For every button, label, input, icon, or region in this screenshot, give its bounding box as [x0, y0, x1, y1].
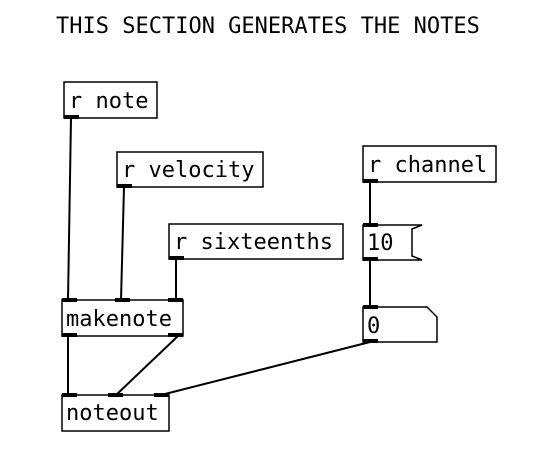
outlet[interactable]	[169, 256, 184, 260]
object-r-velocity[interactable]: r velocity	[116, 151, 264, 188]
object-label: noteout	[66, 401, 159, 426]
inlet[interactable]	[62, 298, 77, 302]
inlet[interactable]	[154, 393, 169, 397]
outlet[interactable]	[363, 179, 378, 183]
message-10[interactable]: 10	[362, 223, 423, 261]
message-label: 10	[367, 231, 394, 256]
connections	[67, 117, 371, 396]
cord-number-to-noteout-right[interactable]	[160, 341, 371, 396]
outlet[interactable]	[363, 257, 378, 261]
object-label: r sixteenths	[174, 230, 333, 255]
object-r-sixteenths[interactable]: r sixteenths	[168, 223, 344, 260]
object-label: r channel	[368, 153, 487, 178]
object-label: makenote	[66, 307, 172, 332]
section-comment: THIS SECTION GENERATES THE NOTES	[56, 14, 480, 39]
number-box[interactable]: 0	[362, 305, 438, 343]
inlet[interactable]	[115, 298, 130, 302]
outlet[interactable]	[168, 333, 183, 337]
object-label: r note	[69, 89, 148, 114]
object-noteout[interactable]: noteout	[61, 393, 170, 432]
cord-velocity-to-makenote[interactable]	[120, 186, 125, 301]
object-label: r velocity	[122, 158, 254, 183]
inlet[interactable]	[363, 305, 378, 309]
outlet[interactable]	[64, 115, 79, 119]
object-r-channel[interactable]: r channel	[362, 145, 497, 183]
outlet[interactable]	[363, 339, 378, 343]
cord-note-to-makenote[interactable]	[67, 117, 72, 301]
cord-makenote-to-noteout-mid[interactable]	[115, 335, 179, 396]
object-makenote[interactable]: makenote	[61, 298, 184, 337]
outlet[interactable]	[62, 333, 77, 337]
object-r-note[interactable]: r note	[63, 81, 158, 119]
number-value: 0	[367, 314, 380, 339]
inlet[interactable]	[108, 393, 123, 397]
inlet[interactable]	[168, 298, 183, 302]
inlet[interactable]	[62, 393, 77, 397]
inlet[interactable]	[363, 223, 378, 227]
outlet[interactable]	[117, 184, 132, 188]
